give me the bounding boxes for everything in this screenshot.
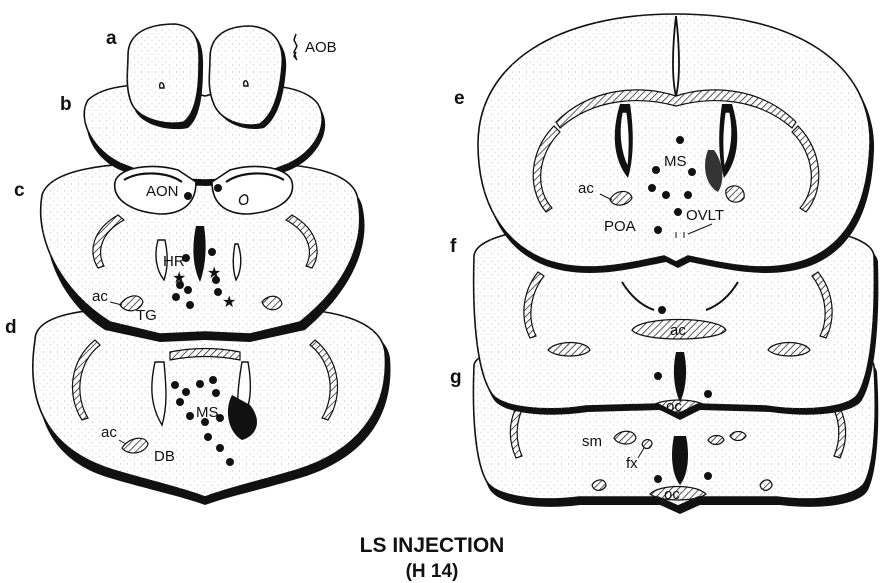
label-ac-f: ac: [670, 322, 686, 339]
label-oc-g: oc: [664, 486, 680, 503]
svg-text:★: ★: [207, 263, 221, 282]
label-fx: fx: [626, 455, 638, 472]
label-poa: POA: [604, 218, 636, 235]
panel-label-b: b: [60, 94, 72, 115]
panel-label-c: c: [14, 180, 25, 201]
label-ac-c: ac: [92, 288, 108, 305]
svg-text:★: ★: [222, 292, 236, 311]
label-oc-f: oc: [666, 398, 682, 415]
section-e: MS ac POA OVLT: [478, 14, 874, 273]
label-tg: TG: [136, 307, 157, 324]
label-db: DB: [154, 448, 175, 465]
label-ac-e: ac: [578, 180, 594, 197]
section-c: ★ ★ ★ HR ac TG: [41, 164, 365, 342]
svg-text:★: ★: [172, 268, 186, 287]
panel-label-f: f: [450, 236, 457, 257]
label-ac-d: ac: [101, 424, 117, 441]
label-ovlt: OVLT: [686, 207, 724, 224]
panel-label-a: a: [106, 28, 117, 49]
label-aon: AON: [146, 183, 179, 200]
caption-subtitle: (H 14): [406, 561, 459, 582]
label-aob: AOB: [305, 39, 337, 56]
caption-title: LS INJECTION: [360, 534, 505, 557]
panel-label-g: g: [450, 367, 462, 388]
label-ms-d: MS: [196, 404, 219, 421]
label-ms-e: MS: [664, 153, 687, 170]
panel-label-d: d: [5, 317, 17, 338]
panel-label-e: e: [454, 88, 465, 109]
label-sm: sm: [582, 433, 602, 450]
label-hr: HR: [163, 253, 185, 270]
